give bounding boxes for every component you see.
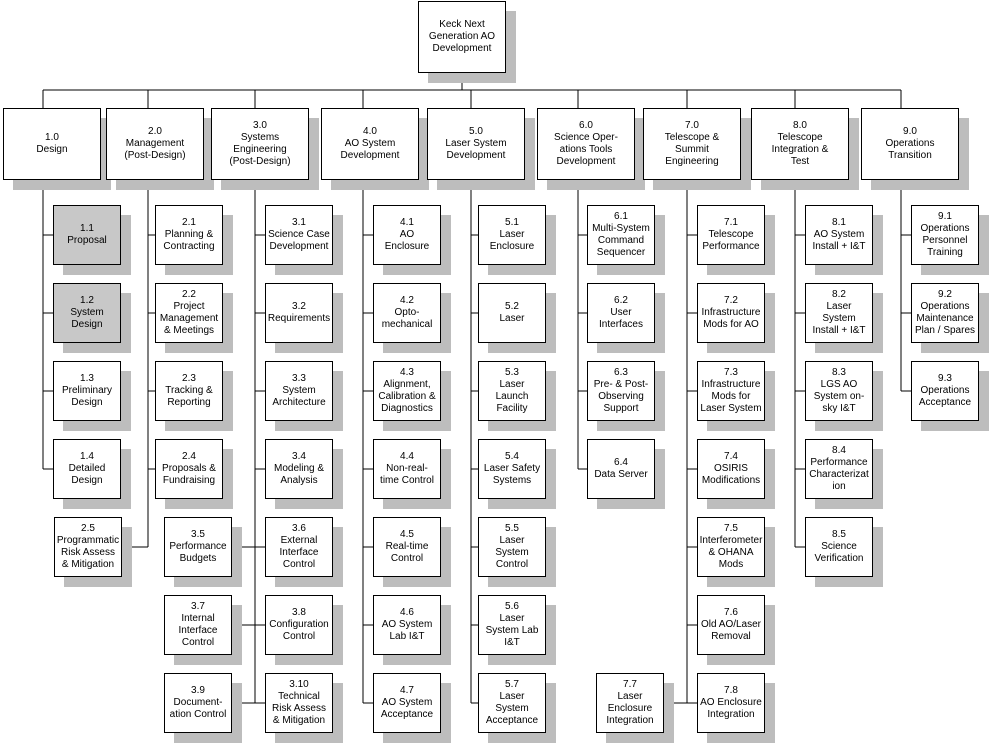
node-8-0: 8.0 Telescope Integration & Test xyxy=(751,108,849,180)
node-4-4: 4.4 Non-real- time Control xyxy=(373,439,441,499)
node-8-3: 8.3 LGS AO System on- sky I&T xyxy=(805,361,873,421)
node-3-5: 3.5 Performance Budgets xyxy=(164,517,232,577)
node-5-7: 5.7 Laser System Acceptance xyxy=(478,673,546,733)
node-5-4: 5.4 Laser Safety Systems xyxy=(478,439,546,499)
node-4-3: 4.3 Alignment, Calibration & Diagnostics xyxy=(373,361,441,421)
node-6-2: 6.2 User Interfaces xyxy=(587,283,655,343)
node-2-4: 2.4 Proposals & Fundraising xyxy=(155,439,223,499)
node-9-0: 9.0 Operations Transition xyxy=(861,108,959,180)
node-8-2: 8.2 Laser System Install + I&T xyxy=(805,283,873,343)
node-9-3: 9.3 Operations Acceptance xyxy=(911,361,979,421)
node-1-3: 1.3 Preliminary Design xyxy=(53,361,121,421)
node-7-5: 7.5 Interferometer & OHANA Mods xyxy=(697,517,765,577)
node-3-4: 3.4 Modeling & Analysis xyxy=(265,439,333,499)
node-8-5: 8.5 Science Verification xyxy=(805,517,873,577)
node-4-0: 4.0 AO System Development xyxy=(321,108,419,180)
node-4-7: 4.7 AO System Acceptance xyxy=(373,673,441,733)
node-2-1: 2.1 Planning & Contracting xyxy=(155,205,223,265)
node-7-7: 7.7 Laser Enclosure Integration xyxy=(596,673,664,733)
node-7-6: 7.6 Old AO/Laser Removal xyxy=(697,595,765,655)
node-6-1: 6.1 Multi-System Command Sequencer xyxy=(587,205,655,265)
node-5-5: 5.5 Laser System Control xyxy=(478,517,546,577)
node-3-7: 3.7 Internal Interface Control xyxy=(164,595,232,655)
node-7-2: 7.2 Infrastructure Mods for AO xyxy=(697,283,765,343)
node-7-3: 7.3 Infrastructure Mods for Laser System xyxy=(697,361,765,421)
node-root: Keck Next Generation AO Development xyxy=(418,1,506,73)
node-3-10: 3.10 Technical Risk Assess & Mitigation xyxy=(265,673,333,733)
node-3-2: 3.2 Requirements xyxy=(265,283,333,343)
node-3-0: 3.0 Systems Engineering (Post-Design) xyxy=(211,108,309,180)
node-1-1: 1.1 Proposal xyxy=(53,205,121,265)
node-1-4: 1.4 Detailed Design xyxy=(53,439,121,499)
node-2-2: 2.2 Project Management & Meetings xyxy=(155,283,223,343)
node-4-1: 4.1 AO Enclosure xyxy=(373,205,441,265)
node-2-5: 2.5 Programmatic Risk Assess & Mitigatio… xyxy=(54,517,122,577)
node-3-9: 3.9 Document- ation Control xyxy=(164,673,232,733)
node-4-6: 4.6 AO System Lab I&T xyxy=(373,595,441,655)
node-2-3: 2.3 Tracking & Reporting xyxy=(155,361,223,421)
node-3-8: 3.8 Configuration Control xyxy=(265,595,333,655)
node-7-4: 7.4 OSIRIS Modifications xyxy=(697,439,765,499)
node-5-0: 5.0 Laser System Development xyxy=(427,108,525,180)
node-8-4: 8.4 Performance Characterizat ion xyxy=(805,439,873,499)
node-6-4: 6.4 Data Server xyxy=(587,439,655,499)
node-5-1: 5.1 Laser Enclosure xyxy=(478,205,546,265)
node-3-1: 3.1 Science Case Development xyxy=(265,205,333,265)
node-7-8: 7.8 AO Enclosure Integration xyxy=(697,673,765,733)
node-2-0: 2.0 Management (Post-Design) xyxy=(106,108,204,180)
node-5-3: 5.3 Laser Launch Facility xyxy=(478,361,546,421)
node-9-2: 9.2 Operations Maintenance Plan / Spares xyxy=(911,283,979,343)
node-1-2: 1.2 System Design xyxy=(53,283,121,343)
node-9-1: 9.1 Operations Personnel Training xyxy=(911,205,979,265)
node-5-2: 5.2 Laser xyxy=(478,283,546,343)
node-3-3: 3.3 System Architecture xyxy=(265,361,333,421)
node-7-1: 7.1 Telescope Performance xyxy=(697,205,765,265)
node-8-1: 8.1 AO System Install + I&T xyxy=(805,205,873,265)
node-5-6: 5.6 Laser System Lab I&T xyxy=(478,595,546,655)
node-6-0: 6.0 Science Oper- ations Tools Developme… xyxy=(537,108,635,180)
node-3-6: 3.6 External Interface Control xyxy=(265,517,333,577)
node-7-0: 7.0 Telescope & Summit Engineering xyxy=(643,108,741,180)
node-4-5: 4.5 Real-time Control xyxy=(373,517,441,577)
node-4-2: 4.2 Opto- mechanical xyxy=(373,283,441,343)
node-6-3: 6.3 Pre- & Post- Observing Support xyxy=(587,361,655,421)
node-1-0: 1.0 Design xyxy=(3,108,101,180)
